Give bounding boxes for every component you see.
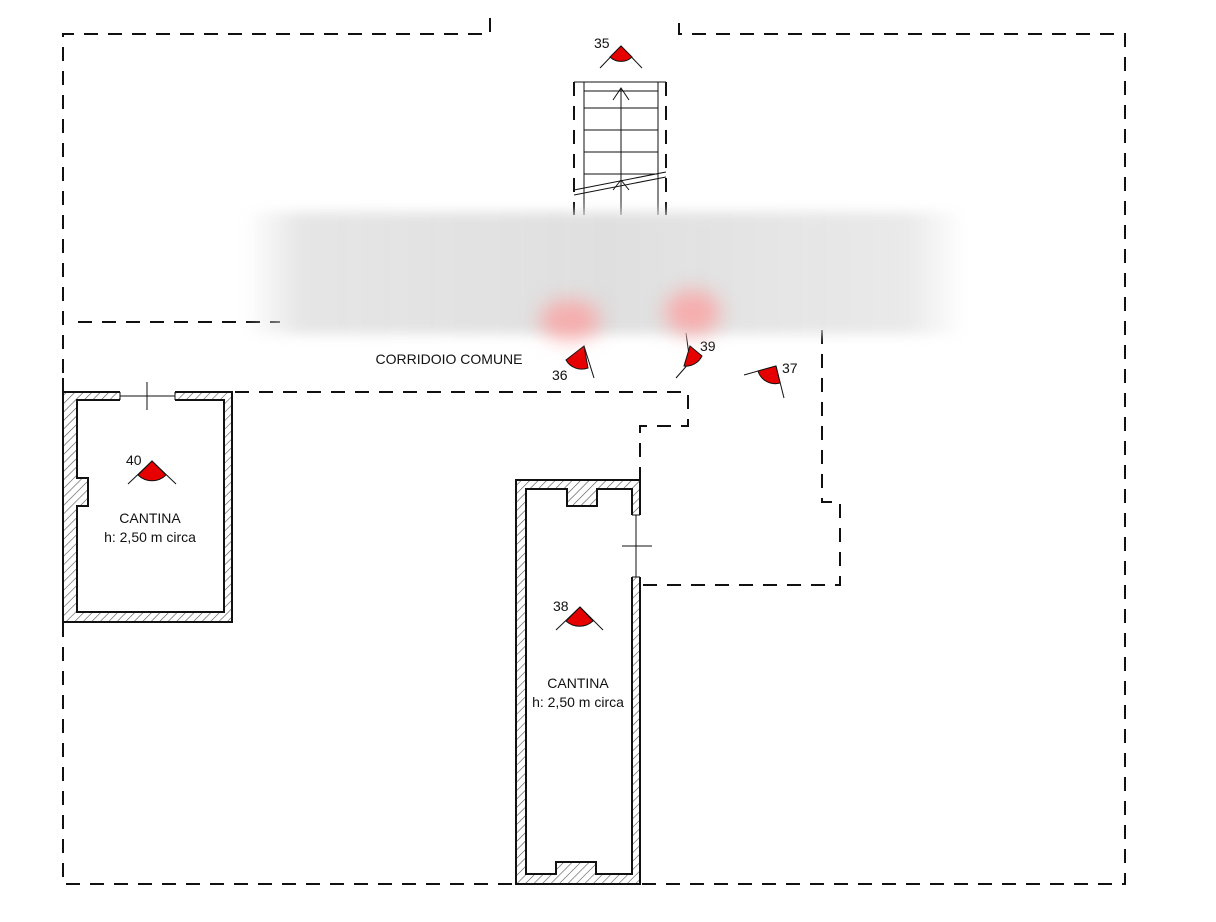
viewpoint-35-label: 35 [594,35,610,51]
cellar-left-title: CANTINA [119,510,181,526]
viewpoint-36: 36 [552,345,595,383]
redacted-blob [540,300,600,340]
staircase [573,81,667,215]
viewpoint-37-label: 37 [782,360,798,376]
viewpoint-39-label: 39 [700,338,716,354]
cellar-left: CANTINA h: 2,50 m circa [62,382,233,623]
cellar-left-height: h: 2,50 m circa [104,529,196,545]
viewpoint-40: 40 [126,452,177,485]
cellar-right: CANTINA h: 2,50 m circa [515,479,652,885]
corridor-label: CORRIDOIO COMUNE [376,351,523,367]
viewpoint-39: 39 [675,332,716,379]
viewpoint-40-label: 40 [126,452,142,468]
viewpoint-38-label: 38 [553,598,569,614]
viewpoint-38: 38 [553,598,604,631]
viewpoint-37: 37 [743,360,798,399]
cellar-right-title: CANTINA [547,675,609,691]
redacted-area [245,212,965,334]
redacted-blob [665,290,720,335]
cellar-right-height: h: 2,50 m circa [532,694,624,710]
viewpoint-36-label: 36 [552,367,568,383]
viewpoint-35: 35 [594,35,643,69]
